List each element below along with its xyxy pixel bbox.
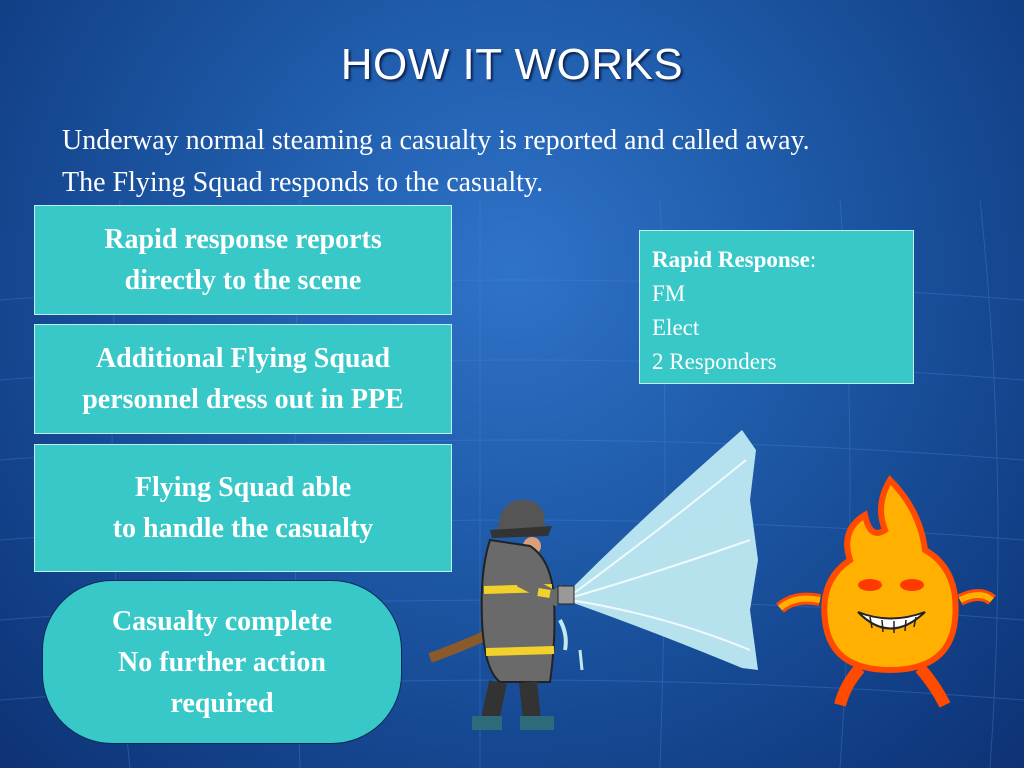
- step-box-rapid-response: Rapid response reports directly to the s…: [34, 205, 452, 315]
- final-line-2: No further action: [118, 646, 326, 678]
- info-heading: Rapid Response:: [652, 247, 817, 272]
- step-box-dress-out: Additional Flying Squad personnel dress …: [34, 324, 452, 434]
- info-item-responders: 2 Responders: [652, 349, 777, 374]
- step-3-line-1: Flying Squad able: [134, 472, 352, 503]
- firefighter-icon: [428, 499, 575, 730]
- step-1-line-1: Rapid response reports: [104, 224, 382, 255]
- info-item-elect: Elect: [652, 315, 700, 340]
- flame-character-icon: [776, 475, 996, 708]
- step-1-line-2: directly to the scene: [124, 265, 362, 296]
- step-2-line-2: personnel dress out in PPE: [82, 384, 404, 415]
- info-item-fm: FM: [652, 281, 686, 306]
- final-line-3: required: [170, 687, 274, 719]
- rapid-response-info-box: Rapid Response: FM Elect 2 Responders: [639, 230, 914, 384]
- firefighting-illustration: [428, 430, 996, 730]
- step-3-line-2: to handle the casualty: [112, 513, 374, 544]
- final-step-rounded-box: Casualty complete No further action requ…: [42, 580, 402, 744]
- intro-text: Underway normal steaming a casualty is r…: [62, 120, 1002, 204]
- final-line-1: Casualty complete: [111, 605, 333, 637]
- intro-line-1: Underway normal steaming a casualty is r…: [62, 125, 810, 156]
- slide-title: HOW IT WORKS: [340, 40, 684, 89]
- step-box-handle-casualty: Flying Squad able to handle the casualty: [34, 444, 452, 572]
- step-2-line-1: Additional Flying Squad: [95, 343, 391, 374]
- intro-line-2: The Flying Squad responds to the casualt…: [62, 167, 544, 198]
- water-spray-icon: [558, 430, 758, 671]
